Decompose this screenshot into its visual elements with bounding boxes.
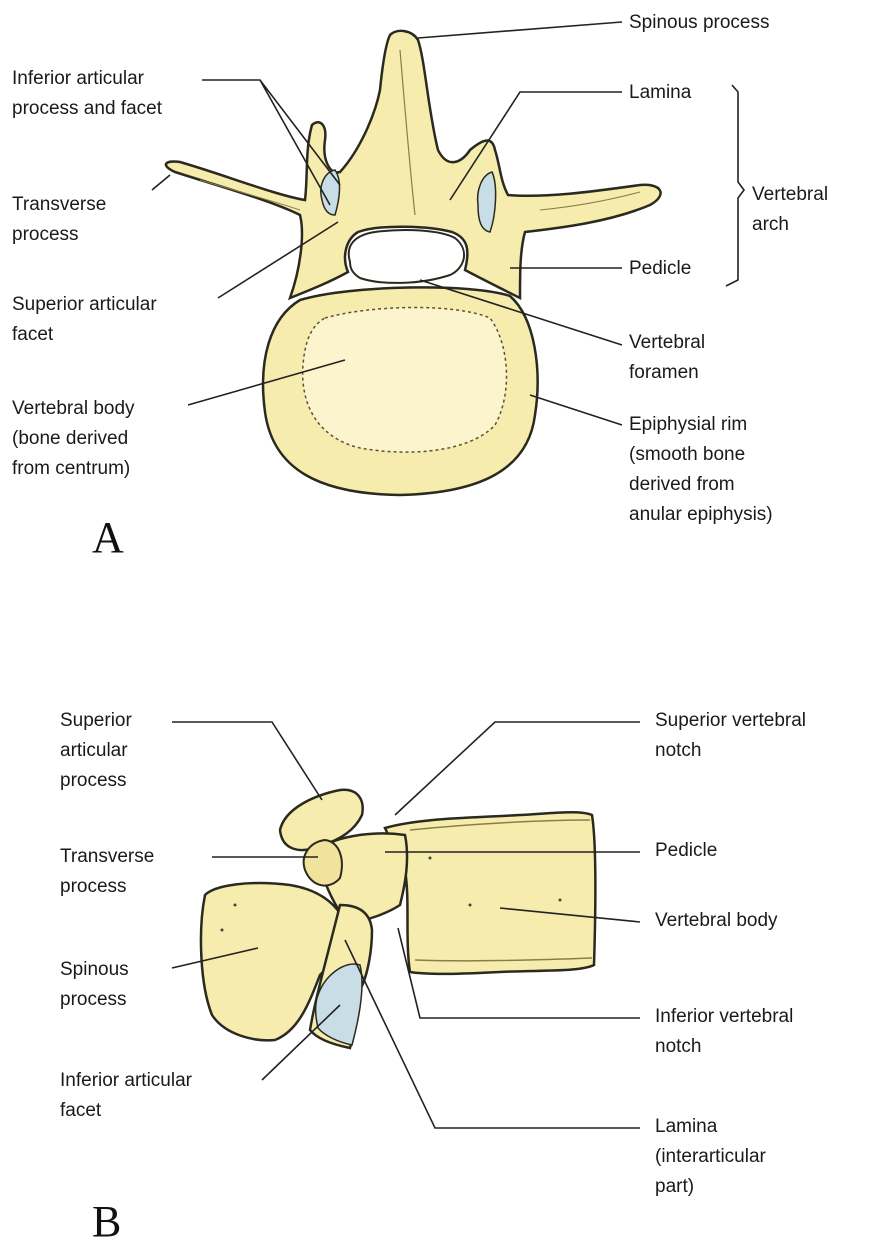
vertebral-body-b: [385, 812, 595, 974]
label-text: Vertebral body: [12, 394, 135, 424]
label-spinous-process-b: Spinous process: [60, 955, 129, 1015]
label-text: part): [655, 1172, 766, 1202]
panel-b-drawing: [201, 790, 595, 1048]
label-inferior-vertebral-notch-b: Inferior vertebral notch: [655, 1002, 793, 1062]
label-text: Vertebral: [752, 180, 828, 210]
label-epiphysial-rim-a: Epiphysial rim (smooth bone derived from…: [629, 410, 773, 530]
label-text: anular epiphysis): [629, 500, 773, 530]
label-text: Transverse: [60, 842, 154, 872]
transverse-process-b: [304, 840, 342, 886]
leader-superior-notch-b: [395, 722, 640, 815]
label-text: Lamina: [655, 1112, 766, 1142]
label-vertebral-body-a: Vertebral body (bone derived from centru…: [12, 394, 135, 484]
label-text: Superior articular: [12, 290, 157, 320]
label-text: (bone derived: [12, 424, 135, 454]
leader-transverse-a: [152, 175, 170, 190]
cancellous-area-a: [303, 307, 507, 452]
label-text: (interarticular: [655, 1142, 766, 1172]
label-text: facet: [12, 320, 157, 350]
label-text: process: [60, 766, 132, 796]
label-text: Inferior articular: [60, 1066, 192, 1096]
label-text: Epiphysial rim: [629, 410, 773, 440]
vertebral-foramen-a: [349, 230, 464, 283]
label-superior-articular-facet-a: Superior articular facet: [12, 290, 157, 350]
label-text: derived from: [629, 470, 773, 500]
leader-spinous-a: [418, 22, 622, 38]
label-text: Transverse: [12, 190, 106, 220]
label-text: (smooth bone: [629, 440, 773, 470]
label-text: from centrum): [12, 454, 135, 484]
panel-letter-a: A: [92, 512, 124, 563]
label-text: articular: [60, 736, 132, 766]
label-transverse-process-b: Transverse process: [60, 842, 154, 902]
label-text: facet: [60, 1096, 192, 1126]
label-text: process: [12, 220, 106, 250]
label-pedicle-b: Pedicle: [655, 836, 717, 866]
label-spinous-process-a: Spinous process: [629, 8, 769, 38]
label-pedicle-a: Pedicle: [629, 254, 691, 284]
label-text: Superior vertebral: [655, 706, 806, 736]
panel-letter-b: B: [92, 1196, 121, 1247]
leader-superior-articular-b: [172, 722, 322, 800]
label-text: Superior: [60, 706, 132, 736]
label-text: Spinous: [60, 955, 129, 985]
bracket-vertebral-arch-a: [726, 85, 744, 286]
label-text: foramen: [629, 358, 705, 388]
label-vertebral-foramen-a: Vertebral foramen: [629, 328, 705, 388]
label-text: notch: [655, 1032, 793, 1062]
label-vertebral-body-b: Vertebral body: [655, 906, 778, 936]
label-superior-articular-process-b: Superior articular process: [60, 706, 132, 796]
label-text: Vertebral: [629, 328, 705, 358]
label-text: Spinous process: [629, 8, 769, 38]
label-text: process and facet: [12, 94, 162, 124]
label-lamina-b: Lamina (interarticular part): [655, 1112, 766, 1202]
label-text: process: [60, 985, 129, 1015]
label-superior-vertebral-notch-b: Superior vertebral notch: [655, 706, 806, 766]
label-lamina-a: Lamina: [629, 78, 691, 108]
label-text: notch: [655, 736, 806, 766]
label-text: Vertebral body: [655, 906, 778, 936]
panel-a-drawing: [166, 31, 661, 495]
label-vertebral-arch-a: Vertebral arch: [752, 180, 828, 240]
label-text: Inferior vertebral: [655, 1002, 793, 1032]
leader-rim-a: [530, 395, 622, 425]
label-text: process: [60, 872, 154, 902]
label-transverse-process-a: Transverse process: [12, 190, 106, 250]
label-inferior-articular-process-a: Inferior articular process and facet: [12, 64, 162, 124]
label-text: arch: [752, 210, 828, 240]
label-text: Lamina: [629, 78, 691, 108]
label-inferior-articular-facet-b: Inferior articular facet: [60, 1066, 192, 1126]
label-text: Inferior articular: [12, 64, 162, 94]
label-text: Pedicle: [629, 254, 691, 284]
label-text: Pedicle: [655, 836, 717, 866]
